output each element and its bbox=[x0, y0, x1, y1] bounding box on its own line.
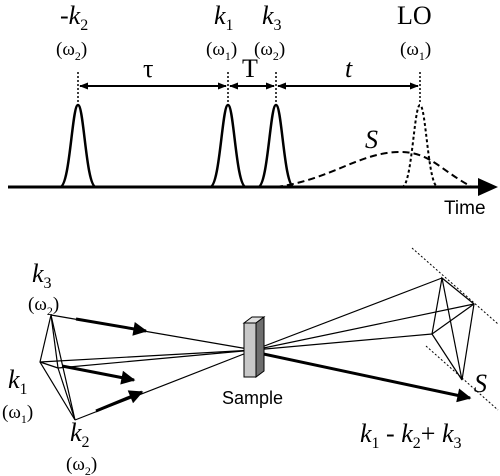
outgoing-center-2 bbox=[431, 303, 475, 335]
signal-wavevector-label: k1 - k2+ k3 bbox=[360, 419, 461, 452]
delay-tau-label: τ bbox=[143, 54, 153, 83]
signal-envelope bbox=[275, 150, 473, 188]
output-guide-bottom bbox=[425, 345, 499, 411]
sample-label: Sample bbox=[222, 388, 283, 408]
beam-geometry: S Sample k3 (ω2) k1 (ω1) k2 (ω2) k1 - k2… bbox=[2, 247, 499, 476]
beam-k3-label: k3 bbox=[32, 259, 52, 292]
pulse-lo-label: LO bbox=[397, 1, 432, 30]
beam-k2-freq: (ω2) bbox=[66, 454, 97, 476]
timing-diagram: Time S τ T t -k2 (ω2) k1 (ω1) k3 (ω2) LO… bbox=[8, 1, 498, 219]
delay-t-label: t bbox=[345, 54, 353, 83]
pulse-k1-freq: (ω1) bbox=[206, 39, 237, 63]
outgoing-beam-triangle bbox=[441, 276, 475, 381]
beam-k1-freq: (ω1) bbox=[2, 402, 33, 426]
pulse-k2 bbox=[58, 103, 98, 189]
out-beam-2 bbox=[253, 303, 475, 351]
beam-k2-label: k2 bbox=[70, 418, 90, 451]
time-axis-arrowhead bbox=[478, 178, 498, 196]
pulse-lo bbox=[401, 103, 439, 188]
pulse-k3-label: k3 bbox=[262, 1, 282, 34]
signal-beam-arrow bbox=[253, 350, 472, 403]
pulse-k3 bbox=[256, 103, 296, 189]
pulse-k3-freq: (ω2) bbox=[254, 39, 285, 63]
triangle-center-bottom bbox=[57, 367, 76, 421]
beam-center-path bbox=[57, 349, 255, 369]
sample bbox=[242, 316, 266, 378]
triangle-center-left bbox=[39, 361, 59, 369]
delay-T-label: T bbox=[242, 54, 258, 83]
pulse-k1 bbox=[208, 103, 248, 189]
beam-k1-label: k1 bbox=[8, 365, 28, 398]
geometry-signal-label-s: S bbox=[474, 369, 487, 398]
beam-k2-arrow bbox=[95, 390, 144, 413]
out-beam-3 bbox=[253, 333, 433, 351]
pulse-k2-freq: (ω2) bbox=[56, 39, 87, 63]
outgoing-center-3 bbox=[431, 333, 463, 381]
output-guide-top bbox=[411, 247, 499, 325]
out-beam-1 bbox=[253, 277, 443, 351]
pulse-lo-freq: (ω1) bbox=[400, 39, 431, 63]
beam-k3-freq: (ω2) bbox=[28, 294, 59, 318]
beam-k3-arrow bbox=[75, 317, 148, 336]
signal-label-s: S bbox=[365, 125, 378, 154]
pulse-k1-label: k1 bbox=[214, 1, 234, 34]
beam-k1-path bbox=[39, 349, 255, 363]
triangle-center-top bbox=[50, 314, 59, 369]
time-axis-label: Time bbox=[444, 198, 486, 219]
beam-k1-arrow bbox=[61, 364, 136, 385]
pulse-k2-label: -k2 bbox=[60, 1, 88, 34]
outgoing-center-1 bbox=[431, 277, 443, 335]
